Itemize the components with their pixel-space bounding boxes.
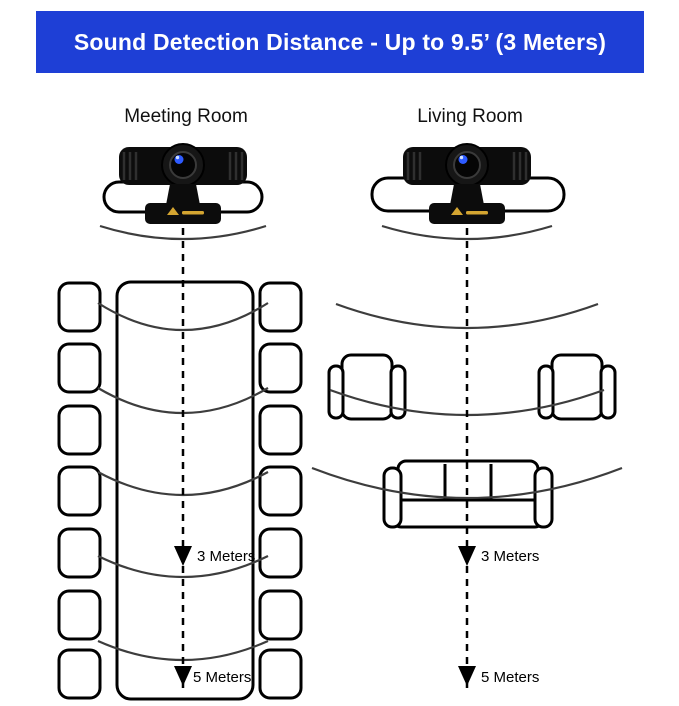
sound-wave-arc <box>335 302 599 330</box>
meeting-room-diagram <box>57 142 303 701</box>
sound-wave-arc <box>97 555 269 579</box>
chair <box>258 465 303 517</box>
living-room-diagram <box>311 142 623 688</box>
sound-wave-arc <box>97 471 269 497</box>
chair <box>258 281 303 333</box>
banner: Sound Detection Distance - Up to 9.5’ (3… <box>36 11 644 73</box>
meeting-room-3m-label: 3 Meters <box>197 548 256 565</box>
down-arrow-icon <box>458 546 476 566</box>
meeting-room-label: Meeting Room <box>124 106 248 127</box>
chair <box>258 342 303 394</box>
banner-title: Sound Detection Distance - Up to 9.5’ (3… <box>73 28 607 55</box>
conference-table <box>115 280 255 701</box>
sound-wave-arc <box>97 302 269 332</box>
sound-wave-arc <box>381 224 553 241</box>
chair <box>258 527 303 579</box>
sound-wave-arc <box>99 224 267 241</box>
living-room-5m-label: 5 Meters <box>481 669 540 686</box>
down-arrow-icon <box>174 546 192 566</box>
chair <box>57 281 102 333</box>
chair <box>57 648 102 700</box>
chair <box>57 404 102 456</box>
down-arrow-icon <box>458 666 476 686</box>
armchair <box>537 353 617 421</box>
sound-wave-arc <box>311 466 623 500</box>
down-arrow-icon <box>174 666 192 686</box>
chair <box>258 589 303 641</box>
chair <box>258 648 303 700</box>
chair <box>57 589 102 641</box>
living-room-3m-label: 3 Meters <box>481 548 540 565</box>
chair <box>57 527 102 579</box>
armchair <box>327 353 407 421</box>
meeting-room-5m-label: 5 Meters <box>193 669 252 686</box>
chair <box>57 465 102 517</box>
chair <box>57 342 102 394</box>
sofa <box>382 459 554 529</box>
chair <box>258 404 303 456</box>
living-room-label: Living Room <box>417 106 523 127</box>
